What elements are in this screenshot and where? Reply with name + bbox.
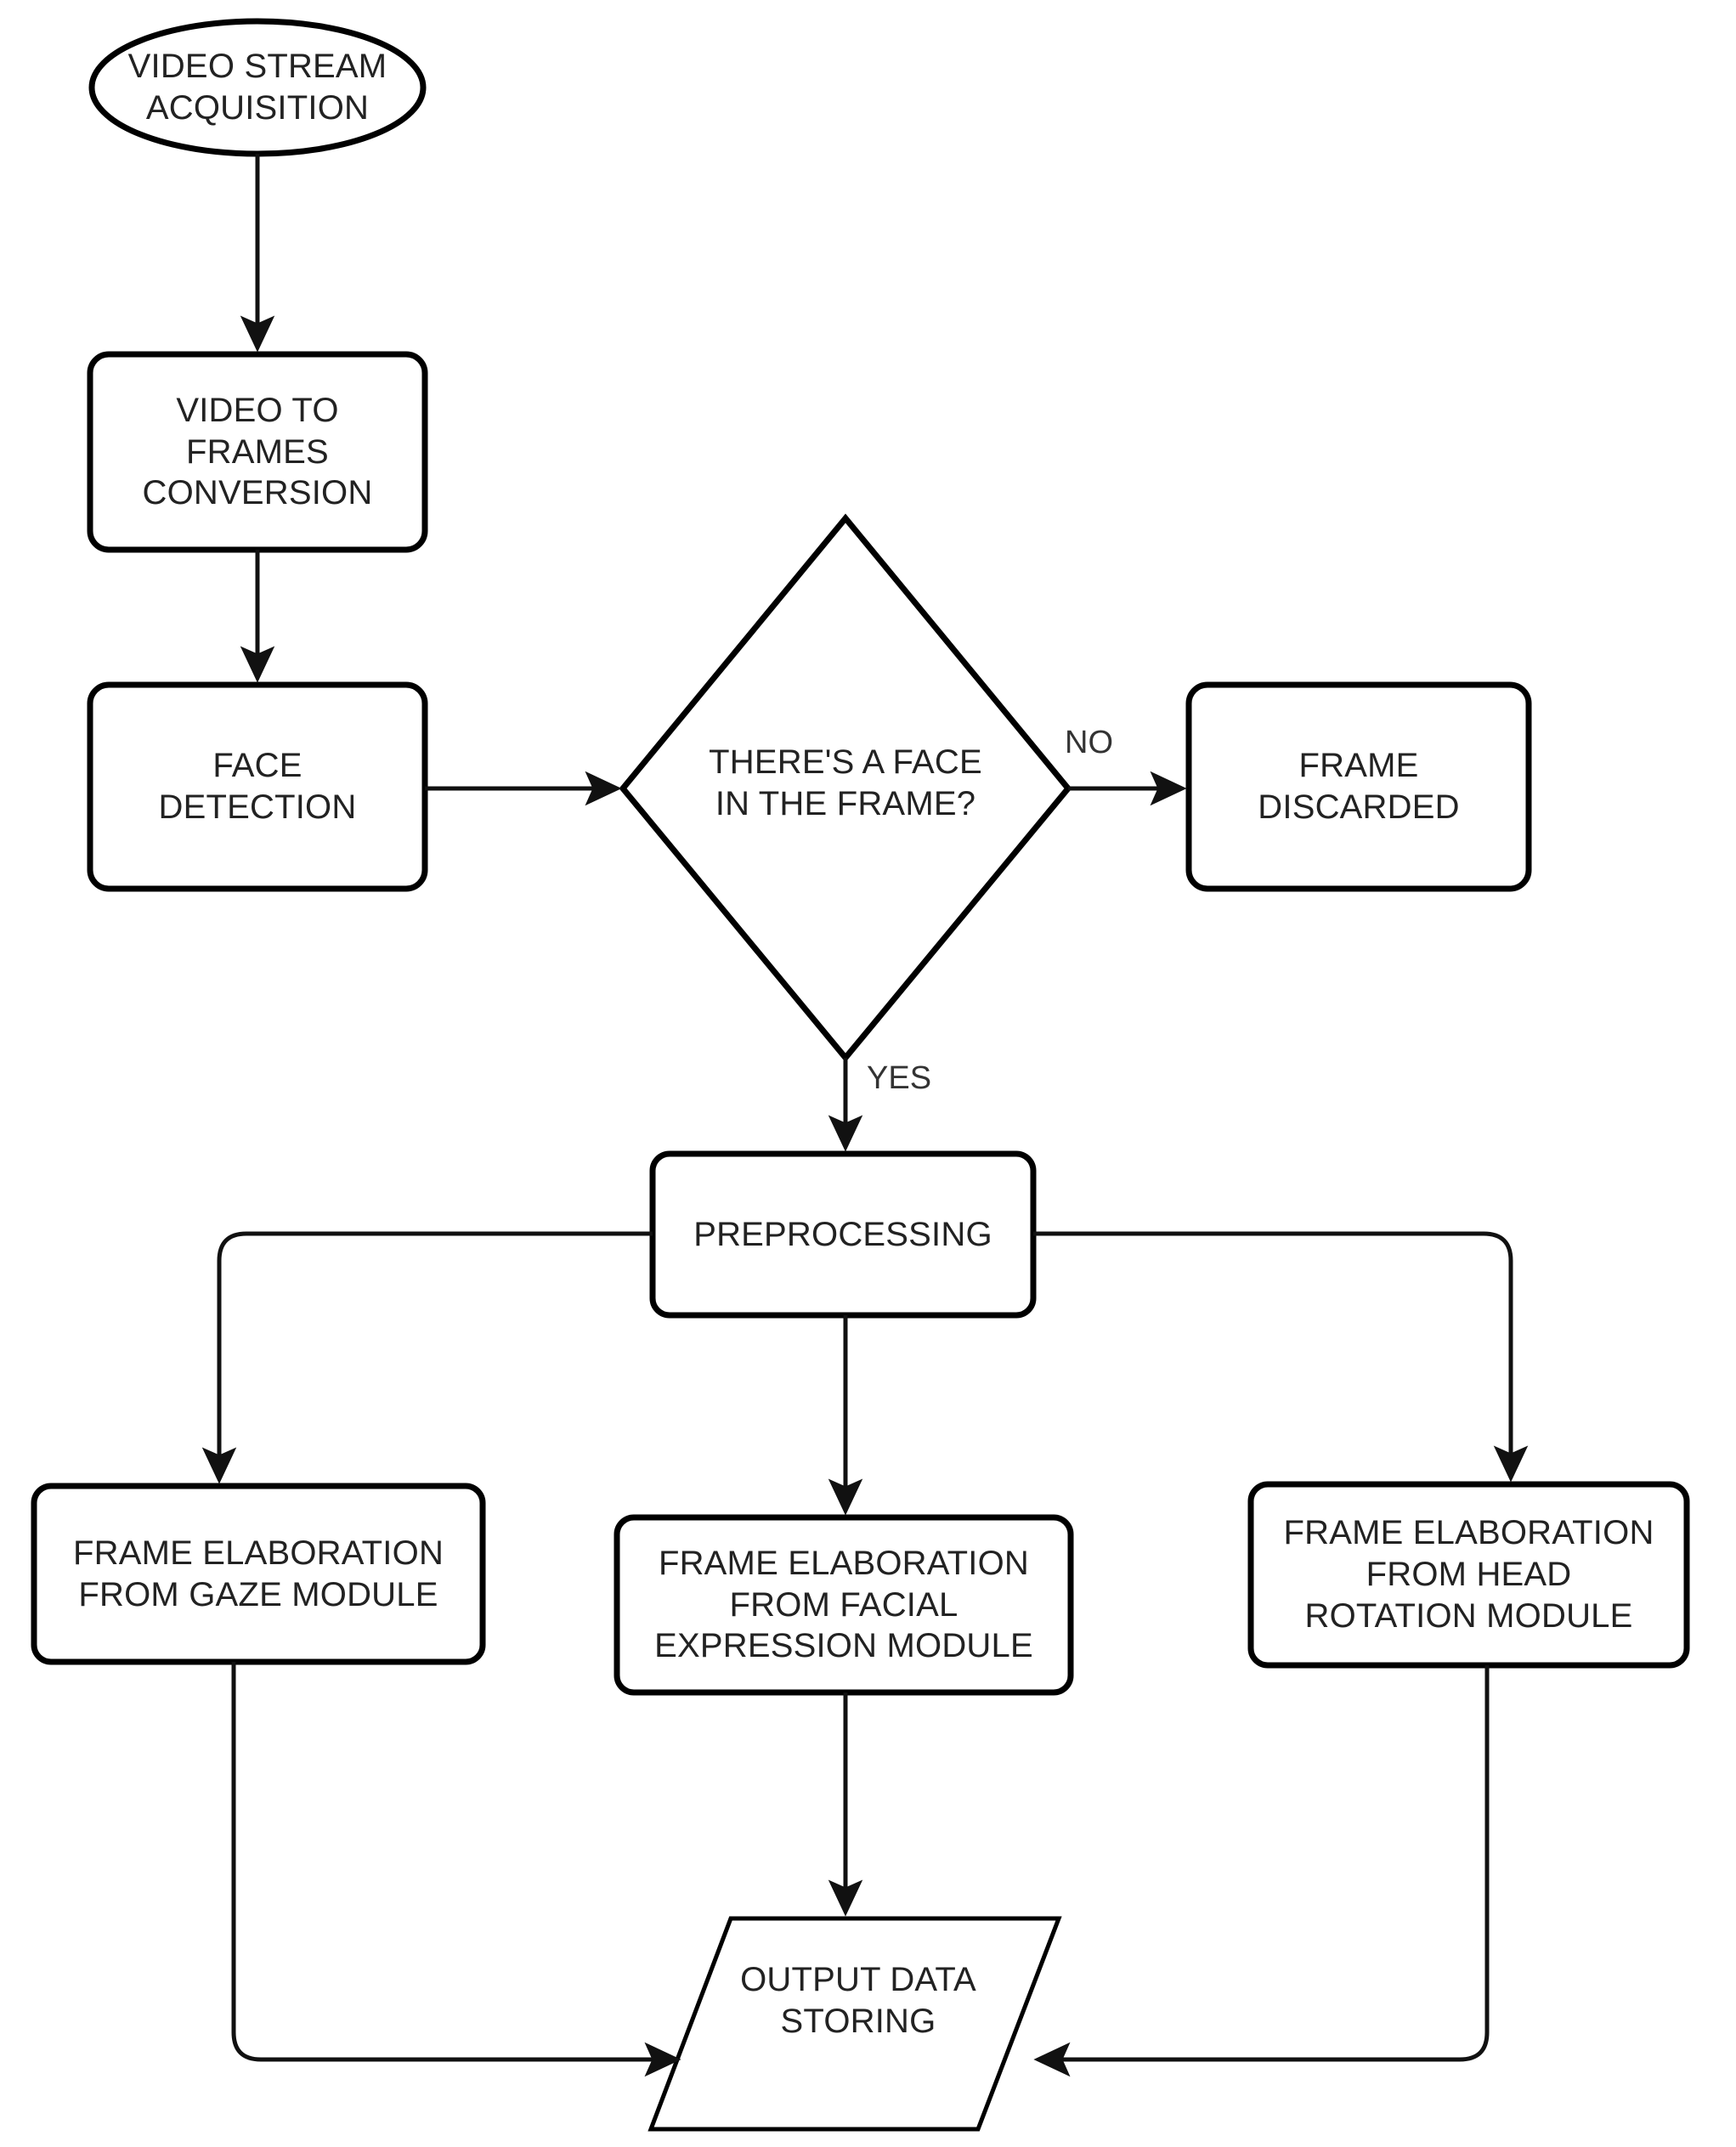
node-preprocessing bbox=[649, 1150, 1037, 1319]
edge-head-rotation-module-to-output-data-storing bbox=[1033, 1665, 1490, 2077]
edge-gaze-module-to-output-data-storing bbox=[231, 1662, 681, 2077]
node-head-rotation-module bbox=[1247, 1481, 1690, 1669]
node-facial-expression-module bbox=[614, 1514, 1074, 1696]
node-video-stream-acquisition bbox=[88, 18, 427, 157]
node-video-to-frames-conversion bbox=[87, 351, 428, 553]
edge-label-yes: YES bbox=[867, 1060, 932, 1096]
node-face-detection bbox=[87, 681, 428, 892]
node-face-in-frame-decision bbox=[619, 513, 1072, 1063]
edge-preprocessing-to-gaze-module bbox=[201, 1231, 653, 1484]
node-gaze-module bbox=[31, 1483, 486, 1665]
node-output-data-storing bbox=[647, 1916, 1062, 2132]
edge-label-no: NO bbox=[1065, 725, 1113, 760]
node-frame-discarded bbox=[1185, 681, 1532, 892]
edge-preprocessing-to-head-rotation-module bbox=[1033, 1231, 1529, 1483]
